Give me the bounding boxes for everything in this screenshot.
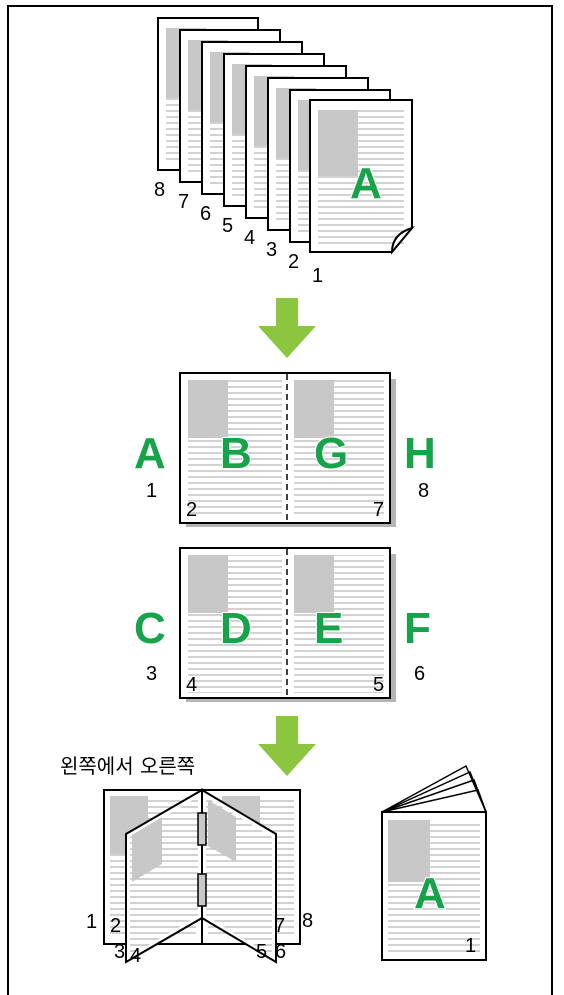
book-label-1: 1 bbox=[86, 911, 97, 933]
book-label-6: 6 bbox=[275, 941, 286, 963]
spread1-inner-left-letter: B bbox=[220, 429, 252, 478]
page-number-1: 1 bbox=[312, 265, 323, 287]
down-arrow-icon-2 bbox=[258, 716, 316, 776]
page-number-8: 8 bbox=[154, 179, 165, 201]
spread1-inner-left-page: 2 bbox=[186, 499, 197, 521]
binding-direction-label: 왼쪽에서 오른쪽 bbox=[60, 754, 196, 778]
book-label-4: 4 bbox=[130, 945, 141, 967]
spread1-outer-left-letter: A bbox=[134, 429, 166, 478]
down-arrow-icon bbox=[258, 298, 316, 358]
spread1-outer-left-page: 1 bbox=[146, 480, 157, 502]
spread1-outer-right-letter: H bbox=[404, 429, 436, 478]
cover-letter: A bbox=[350, 159, 382, 208]
page-stack: A 8 7 6 5 4 3 2 1 bbox=[154, 17, 415, 287]
page-number-3: 3 bbox=[266, 239, 277, 261]
spread2-outer-right-letter: F bbox=[404, 604, 431, 653]
spread2-inner-right-letter: E bbox=[314, 604, 343, 653]
page-number-2: 2 bbox=[288, 251, 299, 273]
spread2-outer-right-page: 6 bbox=[414, 663, 425, 685]
book-label-8: 8 bbox=[302, 910, 313, 932]
book-label-3: 3 bbox=[114, 941, 125, 963]
book-label-5: 5 bbox=[256, 941, 267, 963]
spread1-inner-right-letter: G bbox=[314, 429, 348, 478]
spread2-inner-right-page: 5 bbox=[373, 674, 384, 696]
page-number-7: 7 bbox=[178, 191, 189, 213]
finished-booklet: A 1 bbox=[381, 764, 488, 961]
booklet-page-number: 1 bbox=[465, 935, 476, 957]
stack-page-1: A bbox=[309, 99, 415, 255]
book-label-2: 2 bbox=[110, 915, 121, 937]
spread-sheet-1: B G 2 7 bbox=[179, 372, 396, 527]
spread1-inner-right-page: 7 bbox=[373, 499, 384, 521]
spread1-outer-right-page: 8 bbox=[418, 480, 429, 502]
page-number-4: 4 bbox=[244, 227, 255, 249]
page-number-5: 5 bbox=[222, 215, 233, 237]
spread2-outer-left-letter: C bbox=[134, 604, 166, 653]
diagram-frame bbox=[7, 5, 553, 995]
bound-book: 1 2 3 4 5 6 7 8 bbox=[86, 788, 313, 967]
booklet-cover-letter: A bbox=[414, 869, 446, 918]
page-number-6: 6 bbox=[200, 203, 211, 225]
spread2-outer-left-page: 3 bbox=[146, 663, 157, 685]
spread2-inner-left-page: 4 bbox=[186, 674, 197, 696]
book-label-7: 7 bbox=[274, 915, 285, 937]
spread-sheet-2: D E 4 5 bbox=[179, 547, 396, 702]
spread2-inner-left-letter: D bbox=[220, 604, 252, 653]
